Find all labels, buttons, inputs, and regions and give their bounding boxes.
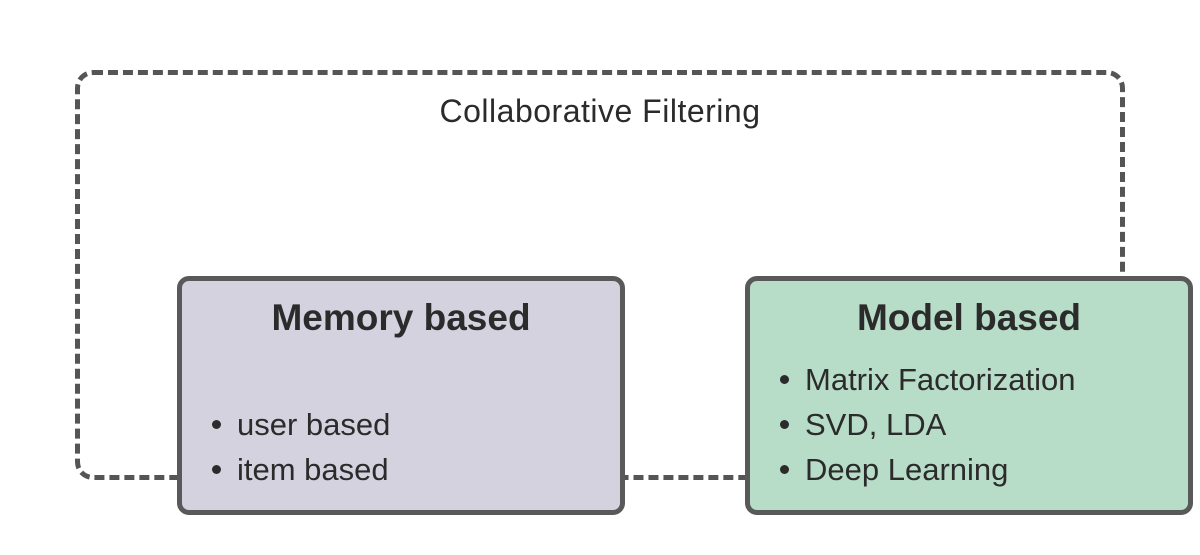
collaborative-filtering-group: Collaborative Filtering Memory based use… [75,70,1193,515]
list-item-label: Deep Learning [805,451,1009,487]
memory-based-title: Memory based [271,297,531,338]
list-item: item based [212,447,390,492]
bullet-icon [780,465,789,474]
list-item: Deep Learning [780,447,1075,492]
bullet-icon [212,420,221,429]
list-item: Matrix Factorization [780,357,1075,402]
model-based-list: Matrix Factorization SVD, LDA Deep Learn… [780,357,1075,492]
bullet-icon [212,465,221,474]
list-item: SVD, LDA [780,402,1075,447]
list-item-label: user based [237,406,391,442]
bullet-icon [780,375,789,384]
bullet-icon [780,420,789,429]
memory-based-list: user based item based [212,402,390,492]
model-based-box: Model based Matrix Factorization SVD, LD… [745,276,1193,515]
list-item: user based [212,402,390,447]
list-item-label: Matrix Factorization [805,361,1076,397]
list-item-label: SVD, LDA [805,406,947,442]
diagram-title: Collaborative Filtering [439,93,761,129]
memory-based-box: Memory based user based item based [177,276,625,515]
model-based-title: Model based [856,297,1082,338]
list-item-label: item based [237,451,389,487]
